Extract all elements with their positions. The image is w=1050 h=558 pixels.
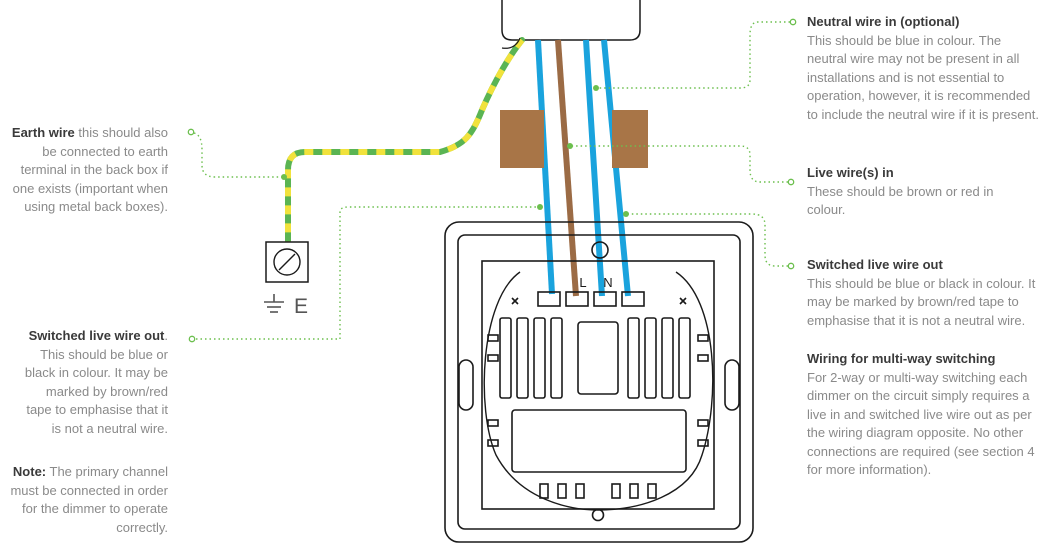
dimmer-backplate [444, 221, 754, 543]
switched-live-out-heading-left: Switched live wire out [28, 328, 165, 343]
earth-wire-heading: Earth wire [11, 125, 75, 140]
multiway-note: Wiring for multi-way switching For 2-way… [807, 350, 1047, 480]
primary-channel-note-body: The primary channel must be connected in… [10, 464, 168, 535]
earth-wire-cut [501, 37, 521, 49]
neutral-wire-note: Neutral wire in (optional) This should b… [807, 13, 1039, 124]
live-in-note: Live wire(s) in These should be brown or… [807, 164, 1007, 220]
switched-live-out-note-left: Switched live wire out. This should be b… [0, 327, 168, 438]
earth-label: E [294, 295, 308, 318]
switched-live-out-heading-right: Switched live wire out [807, 257, 943, 272]
switched-live-wire [583, 39, 605, 297]
switched-live-out-note-right: Switched live wire out This should be bl… [807, 256, 1047, 330]
terminal-label-n: N [603, 275, 612, 290]
neutral-wire-body: This should be blue in colour. The neutr… [807, 32, 1039, 122]
tape-sleeve-right [612, 110, 648, 168]
multiway-body: For 2-way or multi-way switching each di… [807, 369, 1035, 478]
neutral-wire-heading: Neutral wire in (optional) [807, 14, 960, 29]
switched-live-out-body-left: This should be blue or black in colour. … [24, 346, 168, 436]
earth-wire [285, 37, 525, 245]
tape-sleeve-left [500, 110, 544, 168]
switched-live-out-heading-suffix: . [164, 328, 168, 343]
earth-wire-note: Earth wire this should also be connected… [0, 124, 168, 217]
switched-live-out-body-right: This should be blue or black in colour. … [807, 275, 1036, 328]
live-in-body: These should be brown or red in colour. [807, 183, 994, 218]
leader-endpoints [187, 18, 797, 343]
leader-lines [193, 21, 790, 340]
switched-live-out-wire [535, 39, 555, 295]
wire-contact-dots [281, 85, 629, 217]
primary-channel-note-heading: Note: [12, 464, 47, 479]
live-in-heading: Live wire(s) in [807, 165, 894, 180]
primary-channel-note: Note: The primary channel must be connec… [0, 463, 168, 537]
earth-symbol-icon [264, 294, 284, 313]
terminal-label-l: L [579, 275, 586, 290]
live-in-wire [555, 39, 579, 297]
earth-wire-body: this should also be connected to earth t… [12, 125, 168, 214]
earth-terminal [265, 241, 309, 283]
multiway-heading: Wiring for multi-way switching [807, 351, 996, 366]
junction-box [501, 0, 641, 41]
